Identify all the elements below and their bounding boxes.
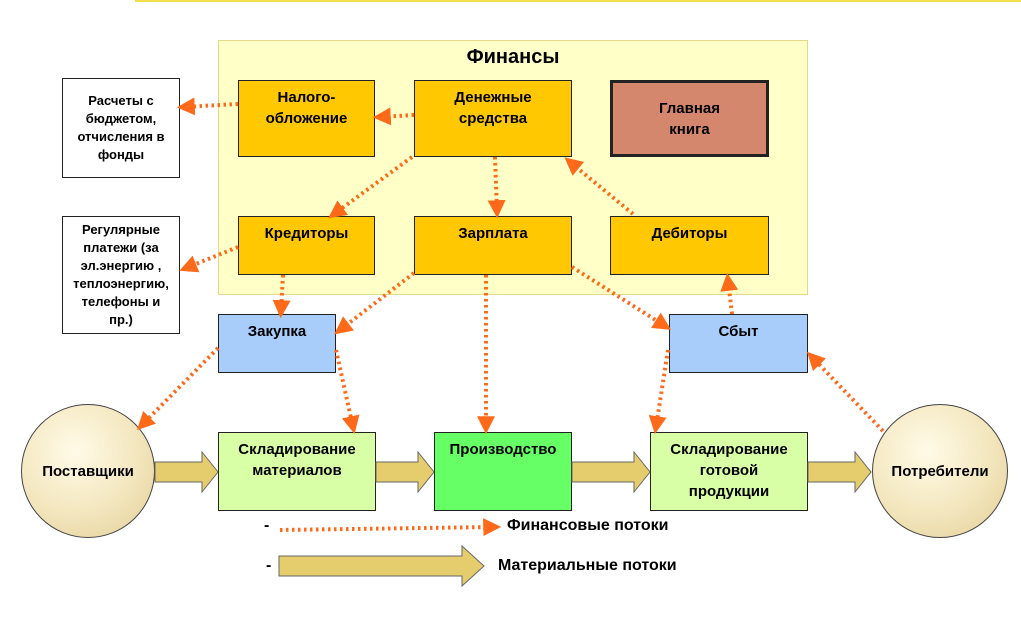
consumers-circle: Потребители — [872, 404, 1008, 538]
flow-products-to-consumers — [807, 450, 872, 494]
sales-box: Сбыт — [669, 314, 808, 373]
flow-creditors-to-purchase — [272, 274, 291, 319]
legend-material-arrow — [278, 544, 485, 588]
flow-suppliers-to-materials — [154, 450, 219, 494]
flow-cash-to-tax — [372, 107, 415, 126]
top-divider — [135, 0, 1021, 2]
salary-box: Зарплата — [414, 216, 572, 275]
cash-box: Денежные средства — [414, 80, 572, 157]
legend-financial-dash: - — [264, 517, 270, 534]
flow-cash-to-creditors — [328, 155, 414, 219]
production-box: Производство — [434, 432, 572, 511]
legend-financial-arrow — [279, 518, 502, 537]
flow-sales-to-debtors — [720, 272, 739, 315]
flow-cash-to-salary — [487, 156, 506, 219]
legend-material-dash: - — [266, 557, 272, 574]
general-ledger-box: Главная книга — [610, 80, 769, 157]
suppliers-circle: Поставщики — [21, 404, 155, 538]
flow-sales-to-products-storage — [648, 349, 670, 435]
debtors-box: Дебиторы — [610, 216, 769, 275]
tax-box: Налого- обложение — [238, 80, 375, 157]
flow-consumers-to-sales — [807, 351, 885, 433]
flow-purchase-to-materials-storage — [334, 349, 360, 435]
creditors-box: Кредиторы — [238, 216, 375, 275]
flow-salary-to-purchase — [334, 271, 416, 335]
legend-financial-label: Финансовые потоки — [507, 517, 669, 534]
flow-materials-to-production — [375, 450, 435, 494]
flow-production-to-products — [571, 450, 651, 494]
materials-storage-box: Складирование материалов — [218, 432, 376, 511]
budget-note: Расчеты с бюджетом, отчисления в фонды — [62, 78, 180, 178]
flow-purchase-to-suppliers — [136, 346, 220, 431]
legend-material-label: Материальные потоки — [498, 557, 677, 574]
flow-debtors-to-cash — [564, 157, 635, 216]
flow-salary-to-sales — [570, 265, 672, 330]
payments-note: Регулярные платежи (за эл.энергию , тепл… — [62, 216, 180, 334]
products-storage-box: Складирование готовой продукции — [650, 432, 808, 511]
finance-title: Финансы — [466, 46, 560, 68]
flow-tax-to-budget — [176, 97, 239, 116]
flow-creditors-to-payments — [179, 245, 239, 273]
